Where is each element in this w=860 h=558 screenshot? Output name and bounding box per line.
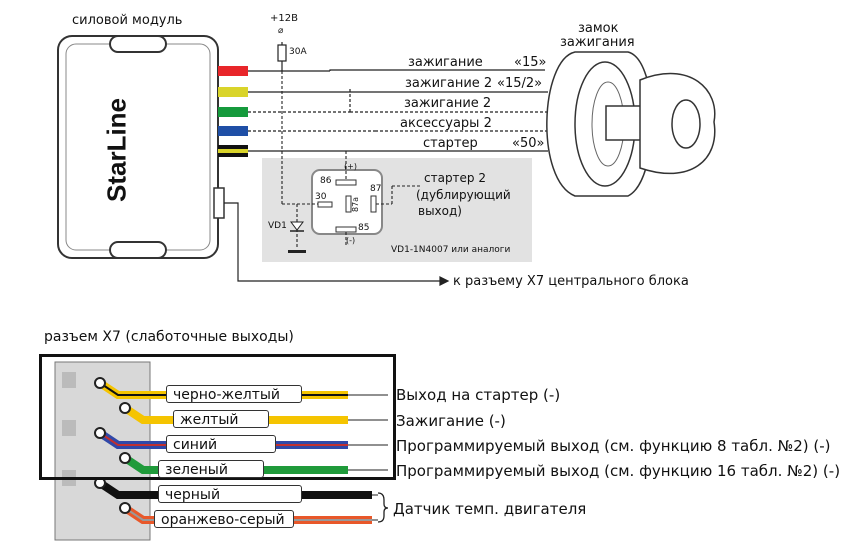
- relay-minus: (-): [346, 236, 356, 245]
- x7-pointer-label: к разъему X7 центрального блока: [453, 274, 689, 289]
- lock-title-1: замок: [578, 21, 619, 36]
- x7-pin: [119, 452, 131, 464]
- voltage-label: +12В: [270, 13, 298, 24]
- x7-function-3: Программируемый выход (см. функцию 16 та…: [396, 462, 841, 480]
- x7-pin: [119, 502, 131, 514]
- x7-wire-tag: черный: [158, 485, 302, 503]
- wire-code-15: «15»: [514, 55, 547, 70]
- wire-code-15-2: «15/2»: [497, 76, 543, 91]
- x7-pin: [94, 377, 106, 389]
- x7-function-2: Программируемый выход (см. функцию 8 таб…: [396, 437, 831, 455]
- fuse-label: 30А: [289, 47, 307, 57]
- relay-out-2: (дублирующий: [416, 188, 511, 202]
- relay-out-1: стартер 2: [424, 171, 486, 185]
- x7-wire: [122, 454, 348, 474]
- wire-label-ignition2: зажигание 2: [405, 76, 493, 91]
- module-wire-stubs: [218, 66, 248, 157]
- ground-symbol: ⌀: [278, 26, 284, 36]
- x7-function-0: Выход на стартер (-): [396, 386, 561, 404]
- x7-wire-tag: черно-желтый: [166, 385, 302, 403]
- x7-function-1: Зажигание (-): [396, 412, 506, 430]
- x7-pin: [94, 427, 106, 439]
- x7-wire-tag: синий: [166, 435, 276, 453]
- harness-lines: [224, 42, 548, 286]
- lock-title-2: зажигания: [560, 35, 635, 50]
- x7-title: разъем X7 (слаботочные выходы): [44, 329, 294, 345]
- relay-pin-85: 85: [358, 223, 370, 233]
- relay-pin-87a: 87a: [351, 196, 360, 212]
- relay-pin-30: 30: [315, 192, 327, 202]
- x7-pin: [119, 402, 131, 414]
- relay-out-3: выход): [418, 204, 462, 218]
- starline-logo: StarLine: [101, 97, 132, 203]
- diode-note: VD1-1N4007 или аналоги: [391, 245, 511, 255]
- x7-wire-tag: оранжево-серый: [154, 510, 294, 528]
- x7-wire-tag: желтый: [173, 410, 269, 428]
- wire-label-ignition: зажигание: [408, 55, 483, 70]
- wire-label-ignition2b: зажигание 2: [404, 96, 492, 111]
- sensor-bracket: [377, 492, 389, 523]
- x7-wire: [122, 404, 348, 424]
- x7-highlight-box: [39, 354, 396, 480]
- diode-label: VD1: [268, 221, 287, 231]
- relay-pin-87: 87: [370, 184, 382, 194]
- wire-code-50: «50»: [512, 136, 545, 151]
- wire-label-starter: стартер: [423, 136, 478, 151]
- ignition-lock: [546, 51, 716, 197]
- x7-wire-stripe: [124, 507, 372, 521]
- relay-plus: (+): [344, 162, 357, 171]
- relay-panel: [262, 71, 532, 262]
- wire-label-accessory2: аксессуары 2: [400, 116, 492, 131]
- relay-pin-86: 86: [320, 176, 332, 186]
- power-module: [57, 35, 225, 259]
- module-title: силовой модуль: [72, 13, 183, 28]
- x7-wire-tag: зеленый: [158, 460, 264, 478]
- x7-function-4: Датчик темп. двигателя: [393, 500, 587, 518]
